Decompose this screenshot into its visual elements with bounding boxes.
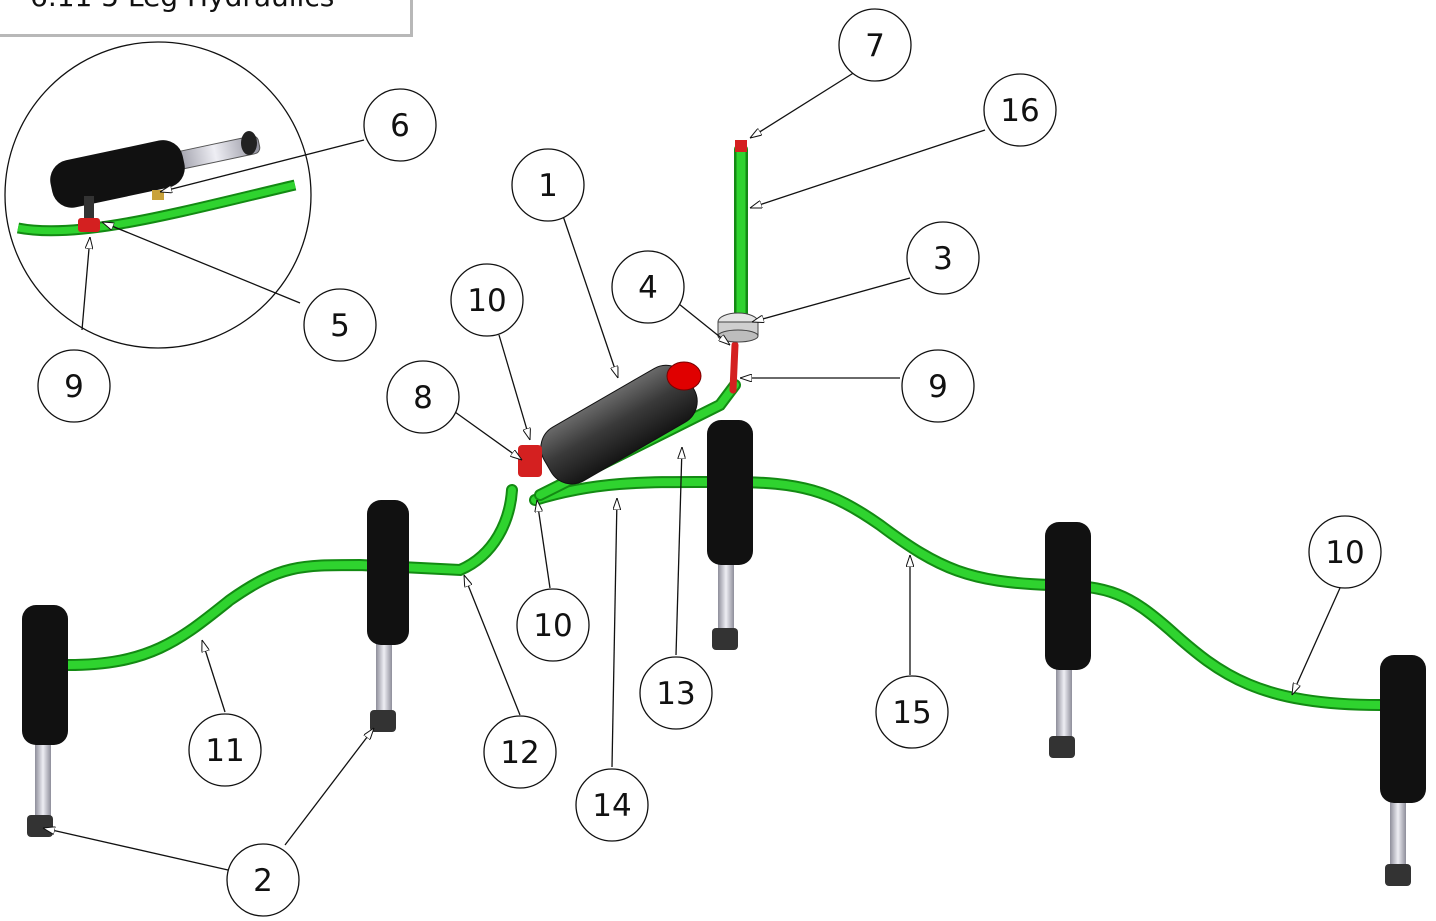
- balloons: 7 16 6 1 3 4 10 5 9 8 9 10 10 13 15 11 1…: [37, 8, 1382, 917]
- detail-circle: [4, 41, 312, 349]
- leader-11: [202, 640, 226, 713]
- leader-12: [463, 575, 521, 716]
- balloon-10-right: 10: [1308, 515, 1382, 589]
- legs: [22, 420, 1426, 886]
- leader-14: [611, 498, 617, 768]
- leader-5: [102, 221, 301, 304]
- svg-text:10: 10: [467, 283, 506, 319]
- svg-text:15: 15: [892, 695, 931, 731]
- leg-1: [22, 605, 68, 837]
- svg-text:11: 11: [205, 733, 244, 769]
- balloon-16: 16: [983, 73, 1057, 147]
- leg-4: [1045, 522, 1091, 758]
- reservoir: [518, 361, 702, 485]
- balloon-6: 6: [363, 88, 437, 162]
- svg-text:13: 13: [656, 676, 695, 712]
- balloon-7: 7: [838, 8, 912, 82]
- leader-3: [752, 277, 911, 322]
- leader-9-detail: [81, 237, 90, 331]
- title-box: 6.11 5 Leg Hydraulics: [0, 0, 413, 37]
- hose-left: [62, 484, 518, 671]
- svg-text:5: 5: [330, 308, 350, 344]
- leader-10-bottom: [537, 500, 551, 589]
- balloon-2: 2: [226, 843, 300, 917]
- svg-text:10: 10: [1325, 535, 1364, 571]
- balloon-3: 3: [906, 221, 980, 295]
- leader-13: [675, 447, 682, 656]
- svg-text:6: 6: [390, 108, 410, 144]
- leader-7: [750, 71, 856, 138]
- balloon-13: 13: [639, 656, 713, 730]
- balloon-14: 14: [575, 768, 649, 842]
- balloon-10-top: 10: [450, 263, 524, 337]
- svg-text:2: 2: [253, 863, 273, 899]
- balloon-4: 4: [611, 250, 685, 324]
- balloon-8: 8: [386, 360, 460, 434]
- leader-10-right: [1292, 587, 1341, 695]
- balloon-11: 11: [188, 713, 262, 787]
- manifold-fitting: [518, 445, 542, 477]
- leader-lines: [43, 71, 1341, 871]
- svg-text:7: 7: [865, 28, 885, 64]
- svg-text:9: 9: [64, 369, 84, 405]
- filter-cap: [717, 140, 759, 343]
- detail-cylinder-body: [50, 140, 185, 208]
- svg-text:4: 4: [638, 270, 658, 306]
- svg-text:16: 16: [1000, 93, 1039, 129]
- detail-small-fitting: [152, 190, 164, 200]
- svg-text:3: 3: [933, 241, 953, 277]
- svg-text:1: 1: [538, 168, 558, 204]
- leader-1: [561, 212, 619, 378]
- leader-2-left: [43, 828, 229, 871]
- detail-rod-eye: [241, 131, 257, 155]
- top-fitting: [735, 140, 747, 152]
- fitting-stack: [729, 341, 739, 394]
- reservoir-cap: [666, 361, 702, 391]
- svg-text:12: 12: [500, 735, 539, 771]
- leg-2: [367, 500, 409, 732]
- leader-4: [673, 299, 730, 345]
- balloon-10-bottom: 10: [516, 588, 590, 662]
- svg-text:9: 9: [928, 369, 948, 405]
- balloon-12: 12: [483, 715, 557, 789]
- balloon-9: 9: [901, 349, 975, 423]
- page-title: 6.11 5 Leg Hydraulics: [30, 0, 334, 13]
- balloon-9-detail: 9: [37, 349, 111, 423]
- leader-8: [454, 411, 522, 460]
- svg-text:8: 8: [413, 380, 433, 416]
- detail-port: [84, 196, 94, 222]
- leader-10-top: [498, 334, 530, 440]
- leader-2-right: [284, 728, 374, 846]
- balloon-1: 1: [511, 148, 585, 222]
- leader-16: [750, 129, 986, 209]
- balloon-15: 15: [875, 675, 949, 749]
- svg-text:10: 10: [533, 608, 572, 644]
- detail-tee-fitting: [78, 218, 100, 232]
- leg-3: [707, 420, 753, 650]
- detail-view: [4, 41, 312, 349]
- svg-text:14: 14: [592, 788, 631, 824]
- leg-5: [1380, 655, 1426, 886]
- balloon-5: 5: [303, 288, 377, 362]
- leader-6: [160, 139, 365, 192]
